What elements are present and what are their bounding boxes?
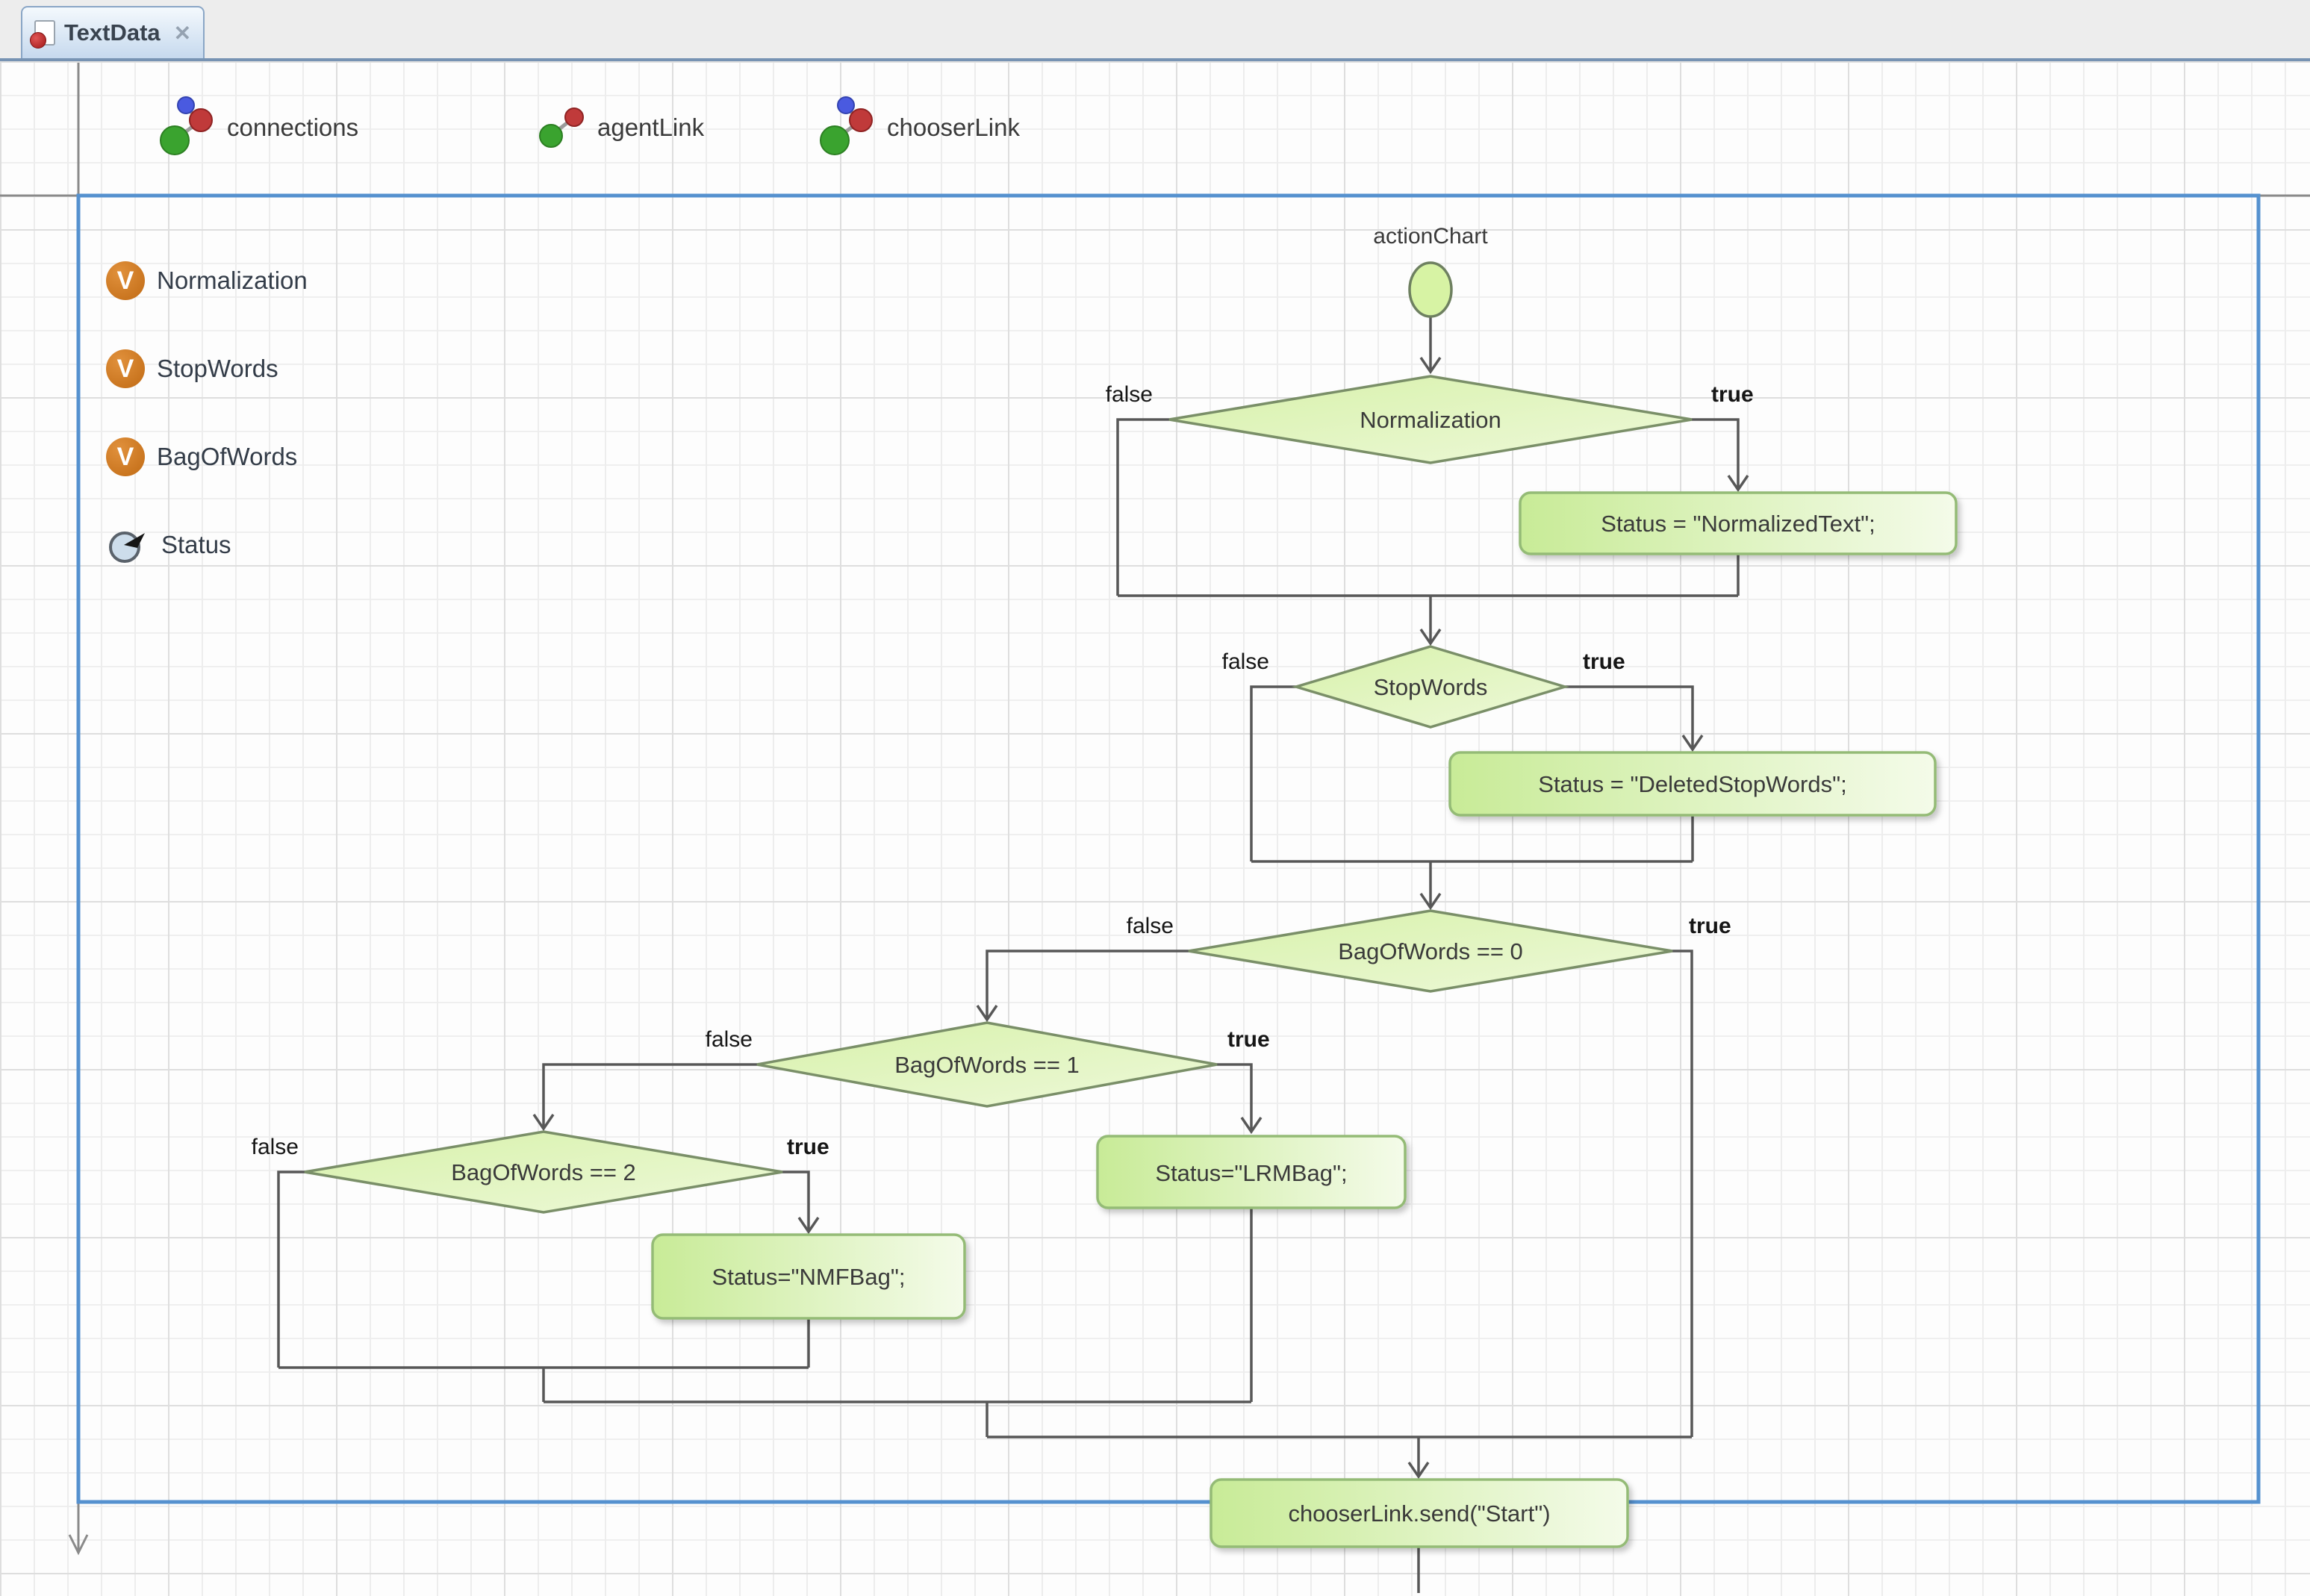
branch-false-label: false xyxy=(252,1135,299,1159)
decision-bagofwords-2[interactable] xyxy=(304,1130,783,1214)
chooser-link-icon xyxy=(820,96,873,155)
branch-false-label: false xyxy=(706,1027,753,1052)
palette-item-connections[interactable]: connections xyxy=(158,96,358,160)
decision-label: StopWords xyxy=(1374,674,1488,700)
decision-normalization[interactable] xyxy=(1168,375,1693,464)
decision-stopwords[interactable] xyxy=(1291,645,1570,729)
decision-bagofwords-0[interactable] xyxy=(1188,909,1673,993)
action-label: Status="NMFBag"; xyxy=(712,1264,906,1290)
palette-item-label: connections xyxy=(227,113,359,141)
action-label: Status = "NormalizedText"; xyxy=(1601,511,1875,537)
palette-item-label: chooserLink xyxy=(887,113,1020,141)
variable-icon: V xyxy=(106,437,145,476)
branch-true-label: true xyxy=(1227,1027,1270,1052)
branch-false-label: false xyxy=(1106,382,1153,407)
branch-true-label: true xyxy=(1711,382,1754,407)
agent-file-icon xyxy=(30,20,55,49)
decision-label: BagOfWords == 1 xyxy=(894,1052,1080,1078)
action-box-lrmbag[interactable] xyxy=(1096,1135,1407,1209)
editor-tab-bar: TextData ✕ xyxy=(0,0,2310,61)
palette-item-agentlink[interactable]: agentLink xyxy=(539,103,704,152)
variable-label: StopWords xyxy=(157,355,278,382)
decision-label: Normalization xyxy=(1360,407,1501,433)
decision-label: BagOfWords == 0 xyxy=(1338,938,1523,964)
dynamic-variable-icon xyxy=(109,532,145,563)
variable-stopwords[interactable]: V StopWords xyxy=(106,346,278,391)
agent-frame[interactable] xyxy=(76,193,2261,1504)
variable-label: Status xyxy=(161,531,231,558)
variable-bagofwords[interactable]: V BagOfWords xyxy=(106,434,297,479)
diagram-canvas[interactable] xyxy=(0,61,2310,1596)
branch-true-label: true xyxy=(1689,914,1731,938)
action-box-normalizedtext[interactable] xyxy=(1519,491,1958,555)
action-box-nmfbag[interactable] xyxy=(651,1233,966,1320)
variable-icon: V xyxy=(106,349,145,388)
axis-arrow-icon xyxy=(68,1534,89,1556)
palette-item-label: agentLink xyxy=(597,113,705,141)
branch-true-label: true xyxy=(787,1135,829,1159)
branch-true-label: true xyxy=(1583,649,1625,674)
branch-false-label: false xyxy=(1127,914,1174,938)
variable-icon: V xyxy=(106,261,145,300)
variable-label: Normalization xyxy=(157,266,308,294)
tab-textdata[interactable]: TextData ✕ xyxy=(21,6,205,58)
tab-title: TextData xyxy=(64,19,161,46)
start-node[interactable] xyxy=(1408,261,1453,318)
action-label: Status="LRMBag"; xyxy=(1155,1160,1347,1186)
palette-item-chooserlink[interactable]: chooserLink xyxy=(818,96,1020,160)
action-label: Status = "DeletedStopWords"; xyxy=(1538,771,1846,797)
decision-bagofwords-1[interactable] xyxy=(756,1021,1218,1108)
variable-label: BagOfWords xyxy=(157,443,298,470)
connections-icon xyxy=(160,96,213,155)
flow-connectors xyxy=(277,317,1749,1593)
branch-false-label: false xyxy=(1222,649,1269,674)
tab-close-icon[interactable]: ✕ xyxy=(173,21,192,45)
variable-normalization[interactable]: V Normalization xyxy=(106,258,308,303)
flowchart-title: actionChart xyxy=(1373,224,1488,249)
action-box-chooserlink-send[interactable] xyxy=(1210,1478,1629,1548)
agent-link-icon xyxy=(539,107,584,148)
action-label: chooserLink.send("Start") xyxy=(1288,1500,1550,1527)
decision-label: BagOfWords == 2 xyxy=(451,1159,636,1185)
variable-status[interactable]: Status xyxy=(106,523,231,567)
action-box-deletedstopwords[interactable] xyxy=(1448,751,1937,817)
